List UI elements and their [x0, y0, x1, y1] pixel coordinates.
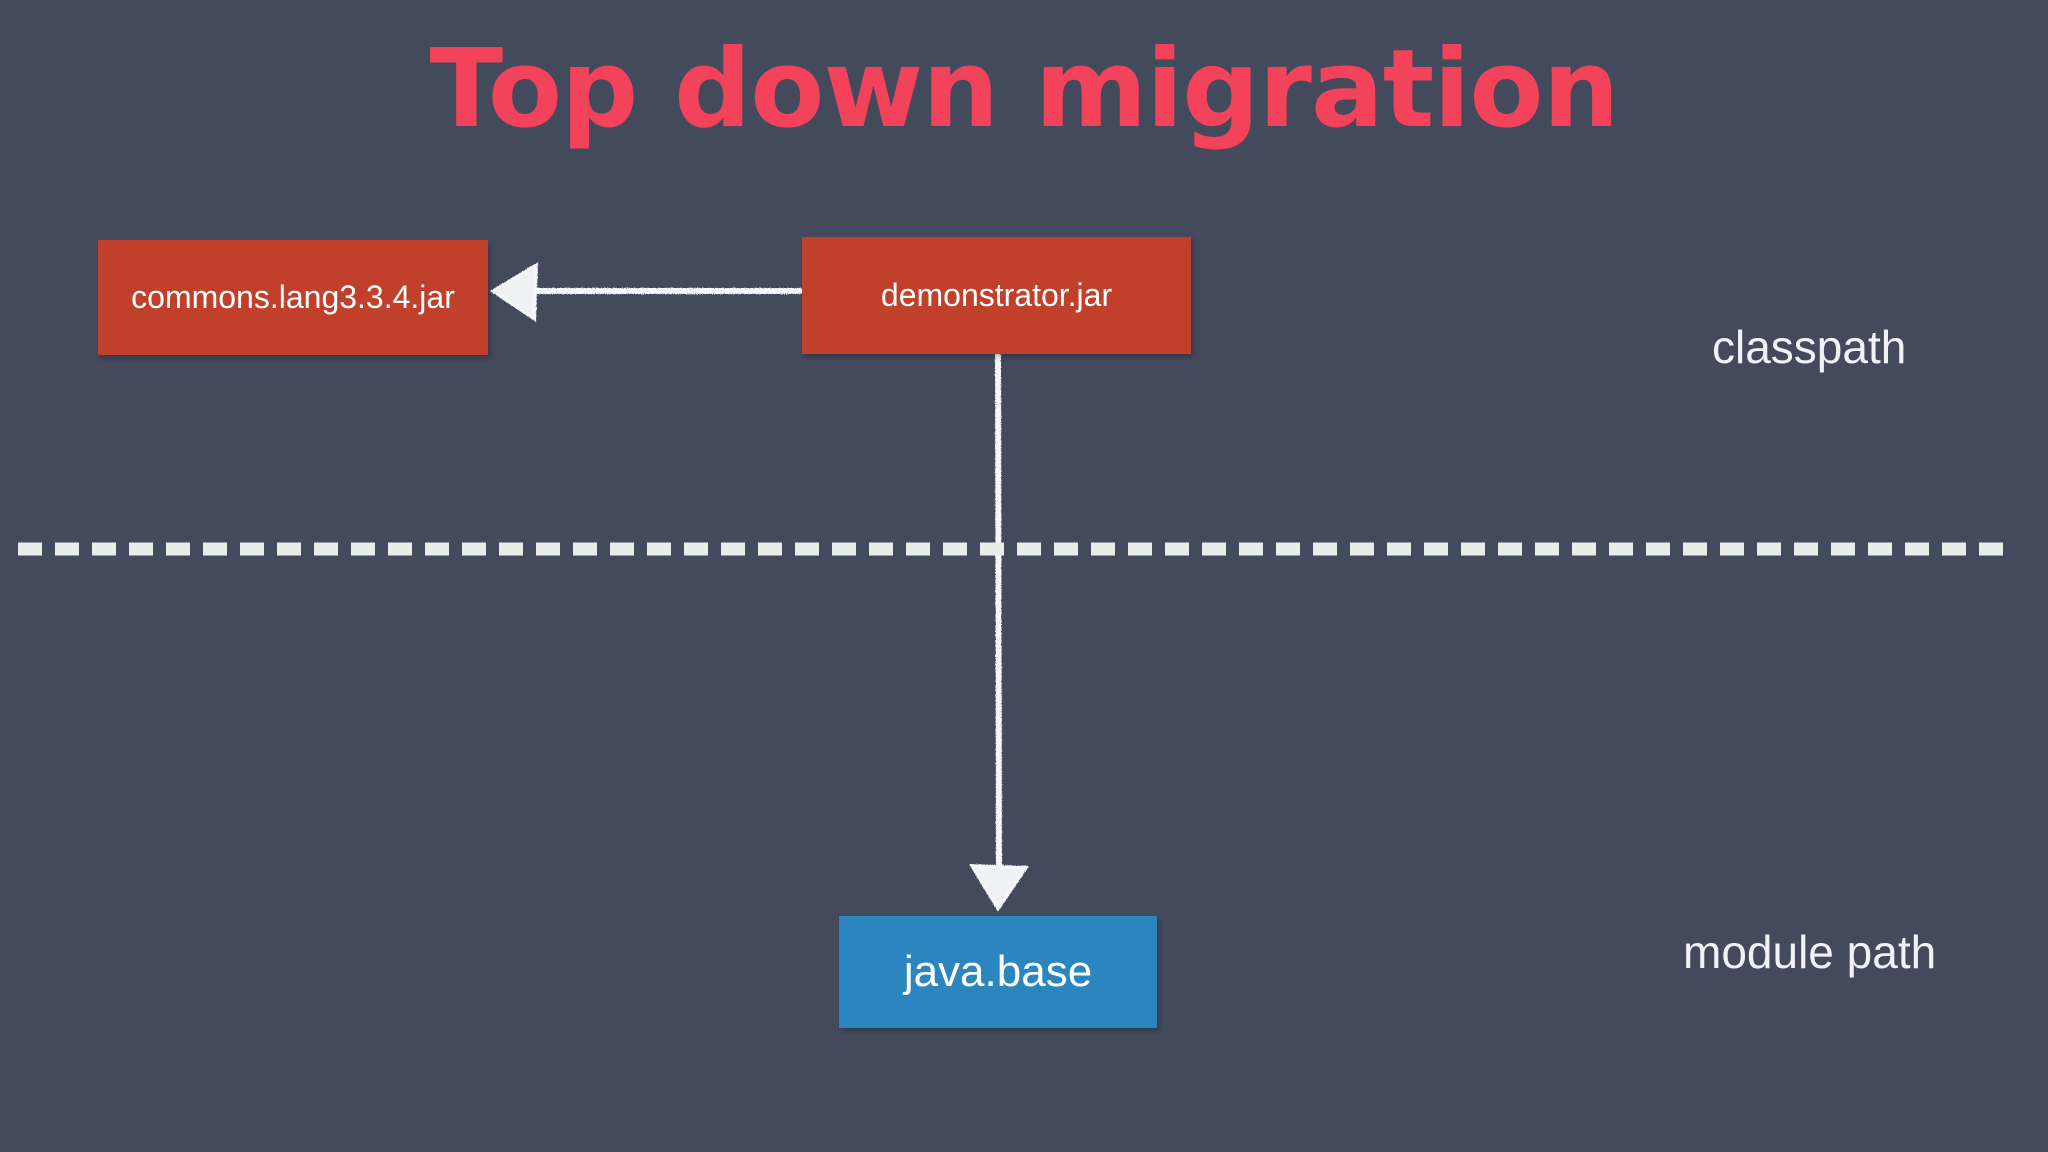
edge-demonstrator-to-commons	[490, 262, 803, 322]
classpath-modulepath-boundary	[18, 542, 2010, 556]
node-label: java.base	[903, 947, 1093, 996]
node-label: demonstrator.jar	[880, 277, 1113, 313]
node-java-base-module[interactable]: java.base	[839, 916, 1157, 1028]
node-commons-lang3-jar[interactable]: commons.lang3.3.4.jar	[98, 240, 488, 355]
node-label: commons.lang3.3.4.jar	[131, 279, 455, 315]
region-label-classpath: classpath	[1712, 321, 1907, 373]
page-title: Top down migration	[429, 27, 1620, 152]
node-demonstrator-jar[interactable]: demonstrator.jar	[802, 237, 1191, 354]
edge-demonstrator-to-javabase	[969, 353, 1029, 912]
region-label-module-path: module path	[1683, 926, 1937, 978]
